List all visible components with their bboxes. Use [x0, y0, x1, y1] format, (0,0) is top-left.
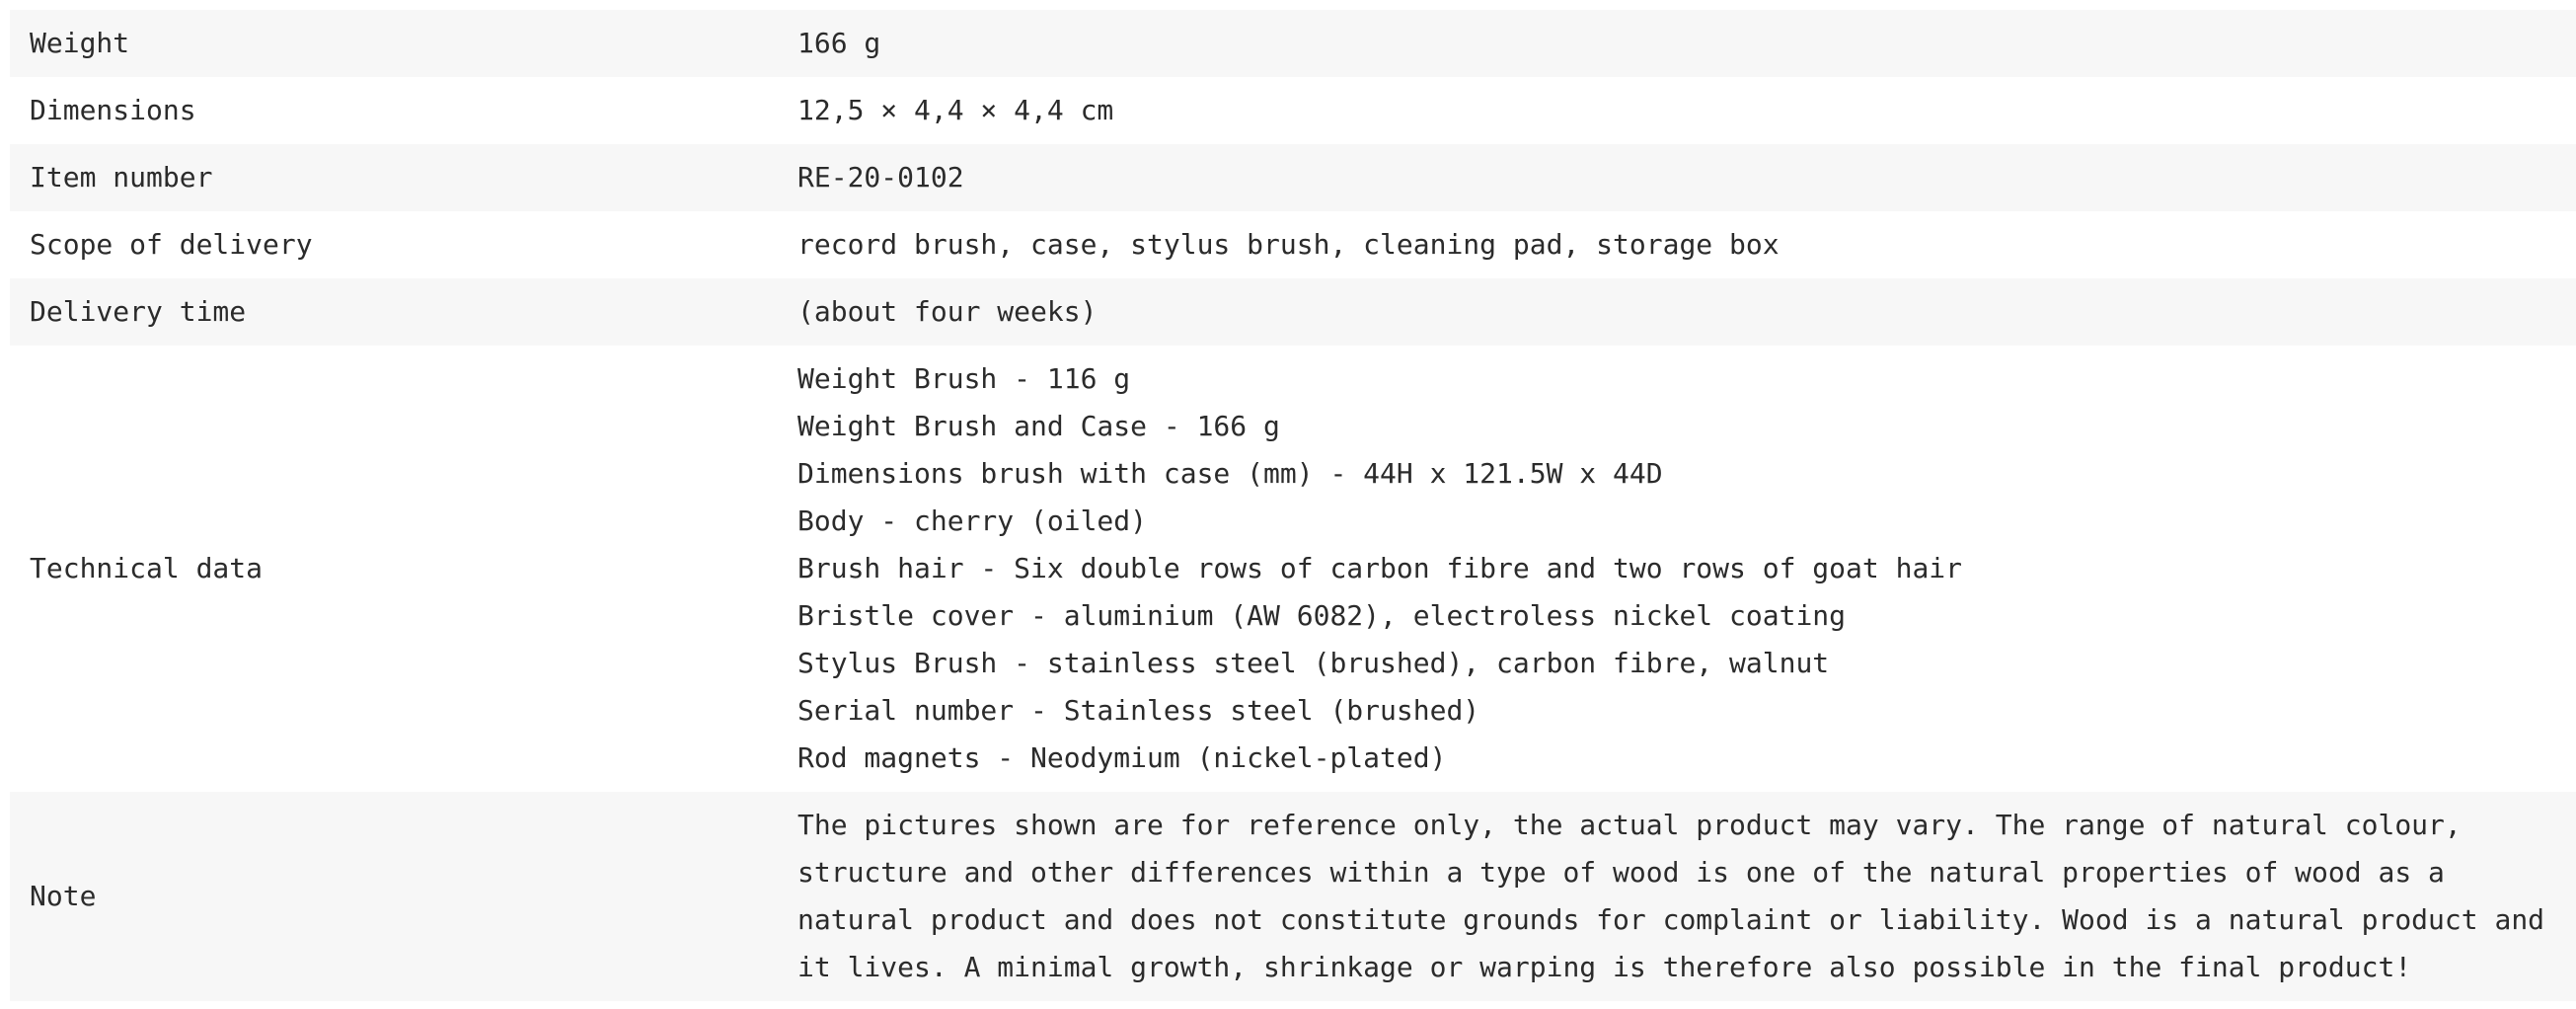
technical-line: Rod magnets - Neodymium (nickel-plated): [797, 741, 1447, 774]
spec-label: Weight: [10, 10, 778, 77]
technical-line: Weight Brush and Case - 166 g: [797, 410, 1280, 442]
spec-label: Scope of delivery: [10, 211, 778, 278]
technical-line: Serial number - Stainless steel (brushed…: [797, 694, 1480, 727]
spec-value: RE-20-0102: [778, 144, 2576, 211]
spec-row-technical-data: Technical data Weight Brush - 116 g Weig…: [10, 346, 2576, 792]
note-text: The pictures shown are for reference onl…: [797, 809, 2545, 983]
spec-value: 166 g: [778, 10, 2576, 77]
spec-row-dimensions: Dimensions 12,5 × 4,4 × 4,4 cm: [10, 77, 2576, 144]
technical-line: Weight Brush - 116 g: [797, 362, 1131, 395]
technical-line: Bristle cover - aluminium (AW 6082), ele…: [797, 599, 1847, 632]
spec-label: Note: [10, 792, 778, 1001]
spec-row-note: Note The pictures shown are for referenc…: [10, 792, 2576, 1001]
spec-row-delivery-time: Delivery time (about four weeks): [10, 278, 2576, 346]
spec-label: Item number: [10, 144, 778, 211]
spec-value: record brush, case, stylus brush, cleani…: [778, 211, 2576, 278]
spec-row-scope-of-delivery: Scope of delivery record brush, case, st…: [10, 211, 2576, 278]
technical-line: Stylus Brush - stainless steel (brushed)…: [797, 647, 1830, 679]
spec-value: (about four weeks): [778, 278, 2576, 346]
spec-value: The pictures shown are for reference onl…: [778, 792, 2576, 1001]
technical-line: Dimensions brush with case (mm) - 44H x …: [797, 457, 1663, 490]
technical-line: Brush hair - Six double rows of carbon f…: [797, 552, 1963, 584]
technical-line: Body - cherry (oiled): [797, 504, 1148, 537]
spec-value-list: Weight Brush - 116 g Weight Brush and Ca…: [778, 346, 2576, 792]
spec-value: 12,5 × 4,4 × 4,4 cm: [778, 77, 2576, 144]
spec-row-weight: Weight 166 g: [10, 10, 2576, 77]
product-spec-table: Weight 166 g Dimensions 12,5 × 4,4 × 4,4…: [10, 10, 2576, 1001]
spec-label: Delivery time: [10, 278, 778, 346]
spec-label: Dimensions: [10, 77, 778, 144]
spec-row-item-number: Item number RE-20-0102: [10, 144, 2576, 211]
spec-label: Technical data: [10, 346, 778, 792]
